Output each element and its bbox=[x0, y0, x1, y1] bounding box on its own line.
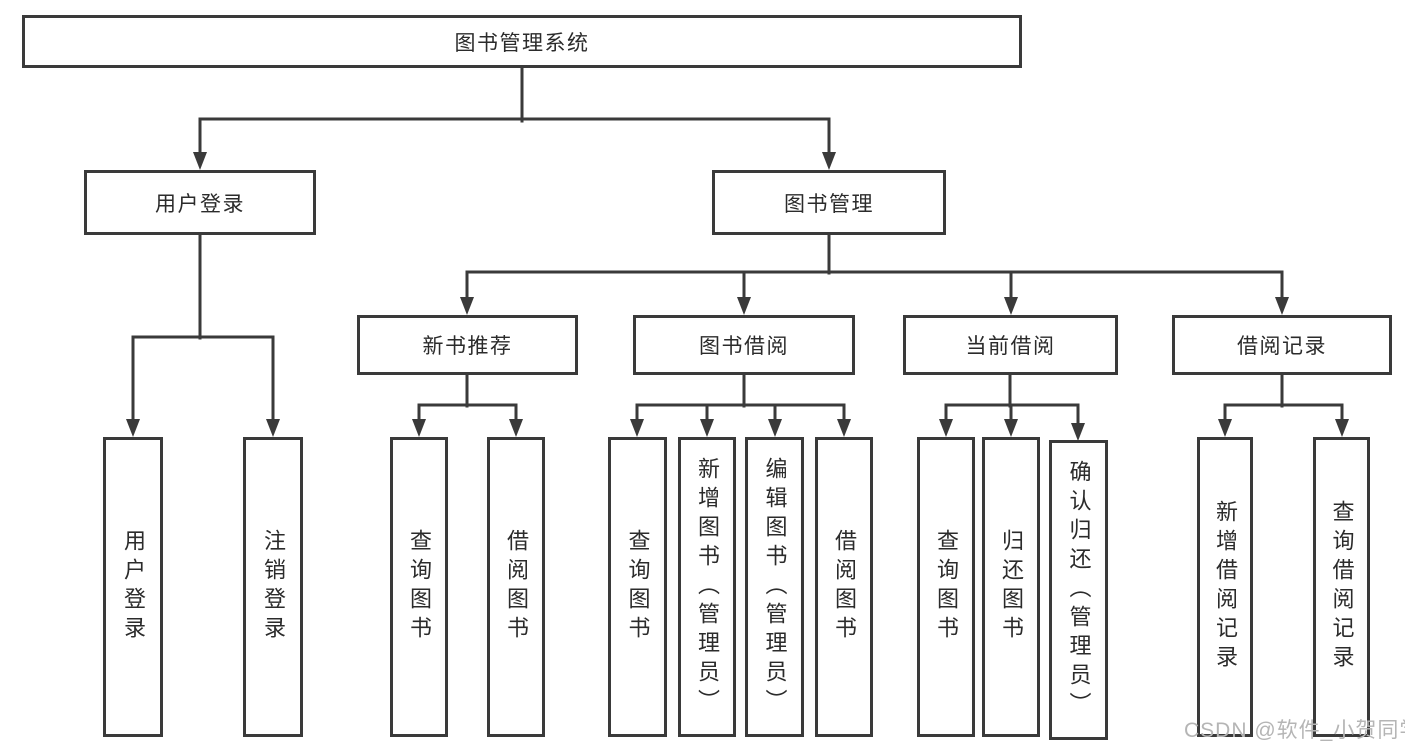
arrowhead-icon bbox=[822, 152, 836, 170]
leaf-add-borrow-record: 新增借阅记录 bbox=[1197, 437, 1253, 737]
leaf-edit-book-admin: 编辑图书（管理员） bbox=[745, 437, 804, 737]
arrowhead-icon bbox=[1004, 297, 1018, 315]
leaf-query-borrow-record-label: 查询借阅记录 bbox=[1329, 500, 1355, 674]
leaf-add-book-admin-label: 新增图书（管理员） bbox=[695, 456, 720, 718]
watermark: CSDN @软件_小贺同学 bbox=[1184, 719, 1405, 742]
leaf-recommend-borrow-book-label: 借阅图书 bbox=[504, 529, 529, 645]
node-root-label: 图书管理系统 bbox=[454, 31, 590, 55]
node-user-login: 用户登录 bbox=[84, 170, 316, 235]
leaf-confirm-return-admin-label: 确认归还（管理员） bbox=[1066, 459, 1092, 721]
connector-path bbox=[131, 66, 1344, 428]
arrowhead-icon bbox=[266, 419, 280, 437]
node-current-borrow: 当前借阅 bbox=[903, 315, 1118, 375]
leaf-confirm-return-admin: 确认归还（管理员） bbox=[1049, 440, 1108, 740]
leaf-return-book: 归还图书 bbox=[982, 437, 1040, 737]
node-new-book-recommend-label: 新书推荐 bbox=[422, 335, 513, 358]
leaf-borrow-book: 借阅图书 bbox=[815, 437, 873, 737]
leaf-user-login: 用户登录 bbox=[103, 437, 163, 737]
node-book-management-label: 图书管理 bbox=[784, 192, 874, 216]
leaf-user-login-label: 用户登录 bbox=[121, 529, 146, 645]
leaf-current-query-book-label: 查询图书 bbox=[934, 529, 959, 645]
arrowhead-icon bbox=[837, 419, 851, 437]
leaf-current-query-book: 查询图书 bbox=[917, 437, 975, 737]
arrowhead-icon bbox=[768, 419, 782, 437]
leaf-logout: 注销登录 bbox=[243, 437, 303, 737]
arrowhead-icon bbox=[939, 419, 953, 437]
node-book-borrow: 图书借阅 bbox=[633, 315, 855, 375]
leaf-borrow-query-book-label: 查询图书 bbox=[625, 529, 651, 645]
leaf-recommend-borrow-book: 借阅图书 bbox=[487, 437, 545, 737]
arrowhead-icon bbox=[193, 152, 207, 170]
node-book-management: 图书管理 bbox=[712, 170, 946, 235]
arrowhead-icon bbox=[1218, 419, 1232, 437]
arrowhead-icon bbox=[509, 419, 523, 437]
leaf-add-borrow-record-label: 新增借阅记录 bbox=[1213, 500, 1238, 674]
arrowhead-icon bbox=[1275, 297, 1289, 315]
arrowhead-icon bbox=[1335, 419, 1349, 437]
leaf-return-book-label: 归还图书 bbox=[999, 529, 1024, 645]
leaf-borrow-book-label: 借阅图书 bbox=[832, 529, 857, 645]
arrowhead-icon bbox=[460, 297, 474, 315]
leaf-recommend-query-book: 查询图书 bbox=[390, 437, 448, 737]
leaf-add-book-admin: 新增图书（管理员） bbox=[678, 437, 736, 737]
arrowhead-icon bbox=[1071, 423, 1085, 441]
node-root: 图书管理系统 bbox=[22, 15, 1022, 68]
node-book-borrow-label: 图书借阅 bbox=[699, 335, 789, 358]
arrowhead-icon bbox=[126, 419, 140, 437]
leaf-logout-label: 注销登录 bbox=[261, 529, 286, 645]
leaf-edit-book-admin-label: 编辑图书（管理员） bbox=[762, 456, 788, 718]
node-user-login-label: 用户登录 bbox=[155, 192, 245, 216]
leaf-query-borrow-record: 查询借阅记录 bbox=[1313, 437, 1370, 737]
arrowhead-icon bbox=[1004, 419, 1018, 437]
node-new-book-recommend: 新书推荐 bbox=[357, 315, 578, 375]
node-borrow-record-label: 借阅记录 bbox=[1237, 335, 1327, 358]
node-borrow-record: 借阅记录 bbox=[1172, 315, 1392, 375]
node-current-borrow-label: 当前借阅 bbox=[965, 335, 1056, 358]
arrowhead-icon bbox=[412, 419, 426, 437]
leaf-recommend-query-book-label: 查询图书 bbox=[407, 529, 432, 645]
arrowhead-icon bbox=[737, 297, 751, 315]
arrowhead-icon bbox=[700, 419, 714, 437]
arrowhead-icon bbox=[630, 419, 644, 437]
leaf-borrow-query-book: 查询图书 bbox=[608, 437, 667, 737]
